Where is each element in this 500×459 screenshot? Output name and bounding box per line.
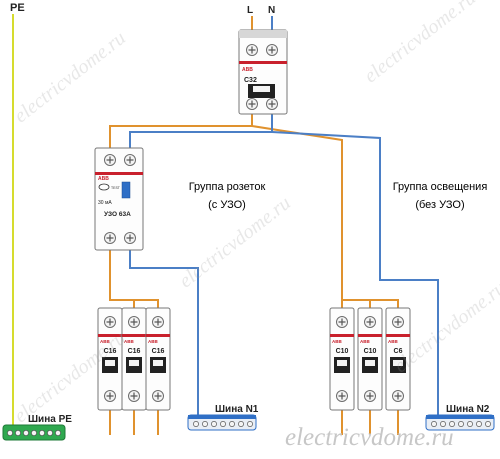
- circuit-breaker: ABB C10: [357, 307, 383, 411]
- breaker-rating: C6: [394, 348, 403, 355]
- breaker-brand: ABB: [100, 339, 110, 344]
- lighting-group-note: (без УЗО): [415, 199, 465, 211]
- breaker-rating: C16: [128, 348, 141, 355]
- pe-bus: [2, 424, 66, 441]
- l-label: L: [247, 5, 254, 16]
- watermark-main: electricvdome.ru: [285, 424, 454, 451]
- breaker-brand: ABB: [148, 339, 158, 344]
- circuit-breaker: ABB C16: [97, 307, 123, 411]
- lighting-breakers: ABB C10 ABB C10 ABB C6: [329, 307, 411, 411]
- rcd-rating: УЗО 63А: [104, 211, 131, 218]
- main-breaker: ABB C32: [238, 29, 288, 115]
- socket-group-label: Группа розеток (с УЗО): [172, 178, 282, 214]
- n2-bus-label: Шина N2: [446, 404, 490, 415]
- main-breaker-brand: ABB: [242, 67, 253, 73]
- pe-bus-label: Шина PE: [28, 414, 72, 425]
- rcd-test-label: TEST: [111, 186, 121, 190]
- n1-bus-label: Шина N1: [215, 404, 259, 415]
- pe-label: PE: [10, 2, 25, 14]
- breaker-rating: C10: [364, 348, 377, 355]
- lighting-group-title: Группа освещения: [392, 181, 488, 193]
- rcd-brand: ABB: [98, 176, 109, 182]
- n-label: N: [268, 5, 276, 16]
- n1-bus: [187, 414, 257, 431]
- phase-wires: [109, 113, 399, 435]
- circuit-breaker: ABB C16: [121, 307, 147, 411]
- neutral-wires: [129, 113, 439, 418]
- socket-group-note: (с УЗО): [208, 199, 246, 211]
- breaker-brand: ABB: [388, 339, 398, 344]
- breaker-brand: ABB: [360, 339, 370, 344]
- n2-bus: [425, 414, 495, 431]
- socket-group-title: Группа розеток: [188, 181, 266, 193]
- breaker-brand: ABB: [332, 339, 342, 344]
- socket-breakers: ABB C16 ABB C16 ABB C16: [97, 307, 171, 411]
- breaker-rating: C10: [336, 348, 349, 355]
- circuit-breaker: ABB C6: [385, 307, 411, 411]
- breaker-brand: ABB: [124, 339, 134, 344]
- breaker-rating: C16: [104, 348, 117, 355]
- main-breaker-rating: C32: [244, 77, 257, 84]
- rcd-device: ABB TEST 30 мА УЗО 63А: [94, 147, 144, 251]
- circuit-breaker: ABB C16: [145, 307, 171, 411]
- rcd-current: 30 мА: [98, 200, 112, 206]
- breaker-rating: C16: [152, 348, 165, 355]
- lighting-group-label: Группа освещения (без УЗО): [385, 178, 495, 214]
- circuit-breaker: ABB C10: [329, 307, 355, 411]
